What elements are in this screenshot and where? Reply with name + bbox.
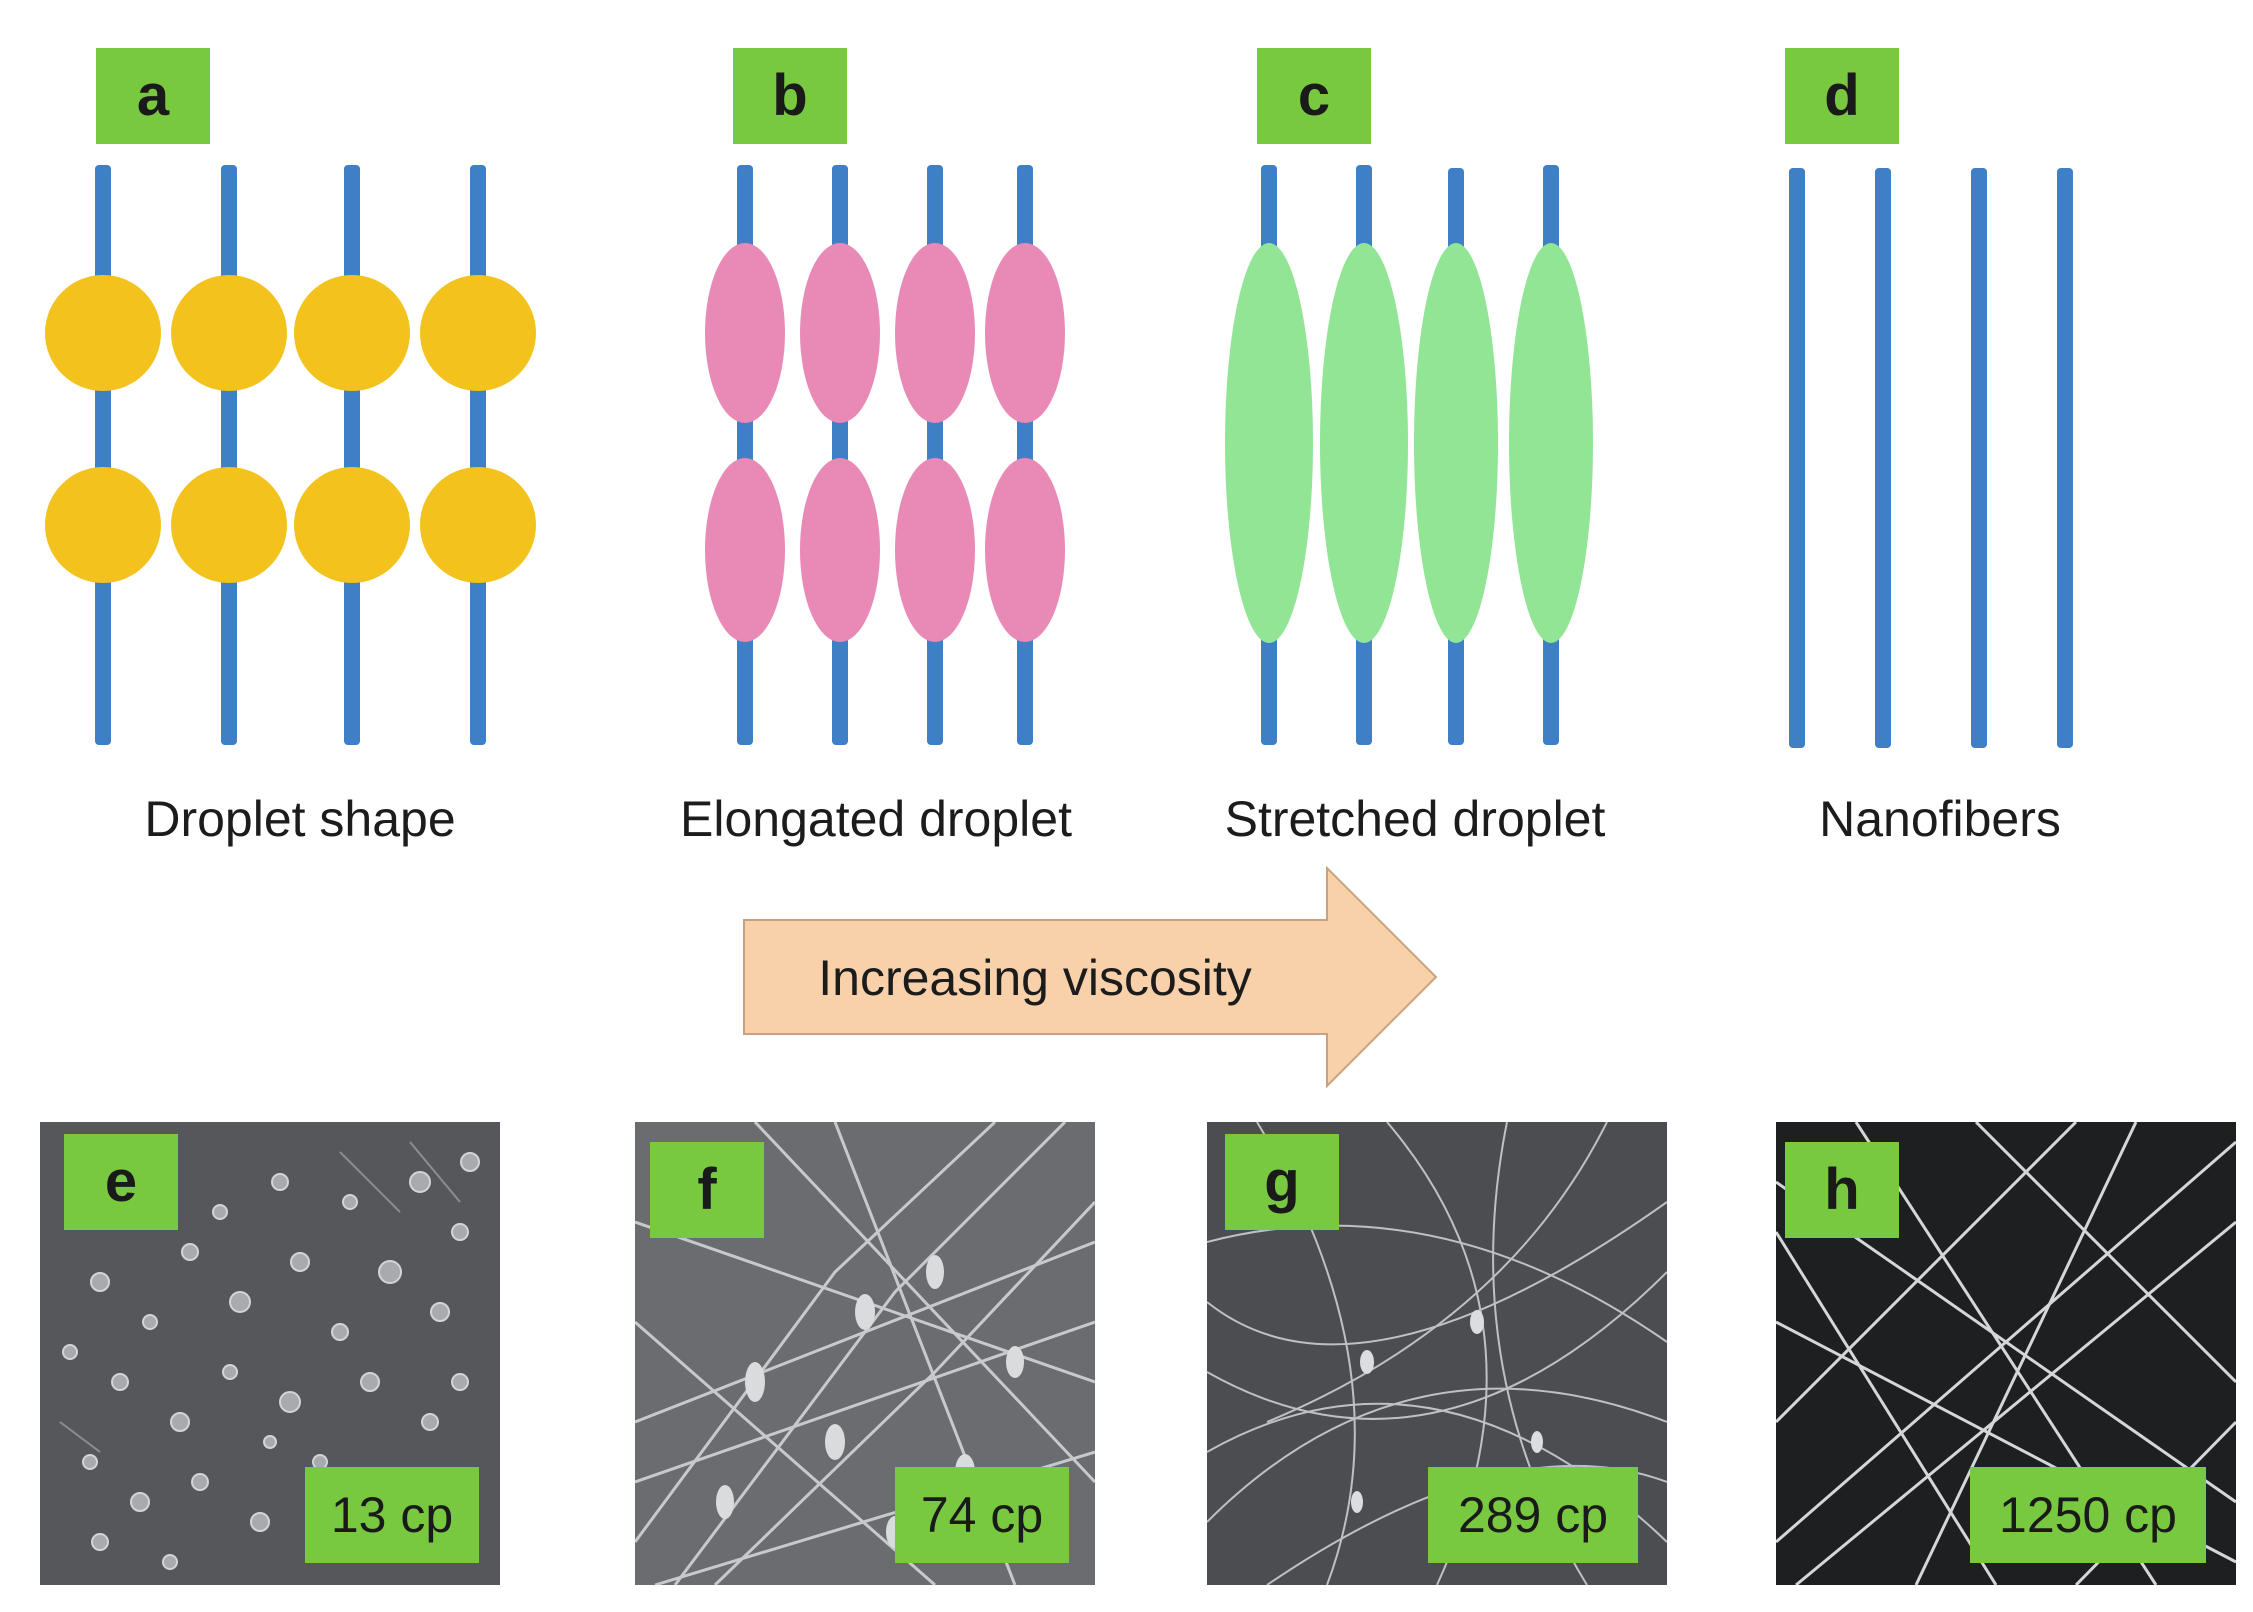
arrow-label: Increasing viscosity	[818, 950, 1252, 1006]
panel-label-c: c	[1257, 48, 1371, 144]
panel-label-e: e	[64, 1134, 178, 1230]
panel-label-h: h	[1785, 1142, 1899, 1238]
viscosity-badge-g: 289 cp	[1428, 1467, 1638, 1563]
viscosity-badge-h: 1250 cp	[1970, 1467, 2206, 1563]
caption-nanofibers: Nanofibers	[1819, 791, 2061, 847]
caption-elongated-droplet: Elongated droplet	[680, 791, 1072, 847]
caption-droplet-shape: Droplet shape	[144, 791, 456, 847]
panel-b-elongated-droplets	[705, 165, 1065, 745]
panel-label-b: b	[733, 48, 847, 144]
schematic-diagram	[45, 165, 2073, 748]
viscosity-badge-e: 13 cp	[305, 1467, 479, 1563]
panel-label-d: d	[1785, 48, 1899, 144]
viscosity-badge-f: 74 cp	[895, 1467, 1069, 1563]
panel-d-nanofibers	[1789, 168, 2073, 748]
panel-label-f: f	[650, 1142, 764, 1238]
panel-a-droplets	[45, 165, 536, 745]
panel-label-g: g	[1225, 1134, 1339, 1230]
arrow-shape	[743, 865, 1438, 1089]
caption-stretched-droplet: Stretched droplet	[1224, 791, 1606, 847]
panel-c-stretched-droplets	[1225, 165, 1593, 745]
panel-label-a: a	[96, 48, 210, 144]
